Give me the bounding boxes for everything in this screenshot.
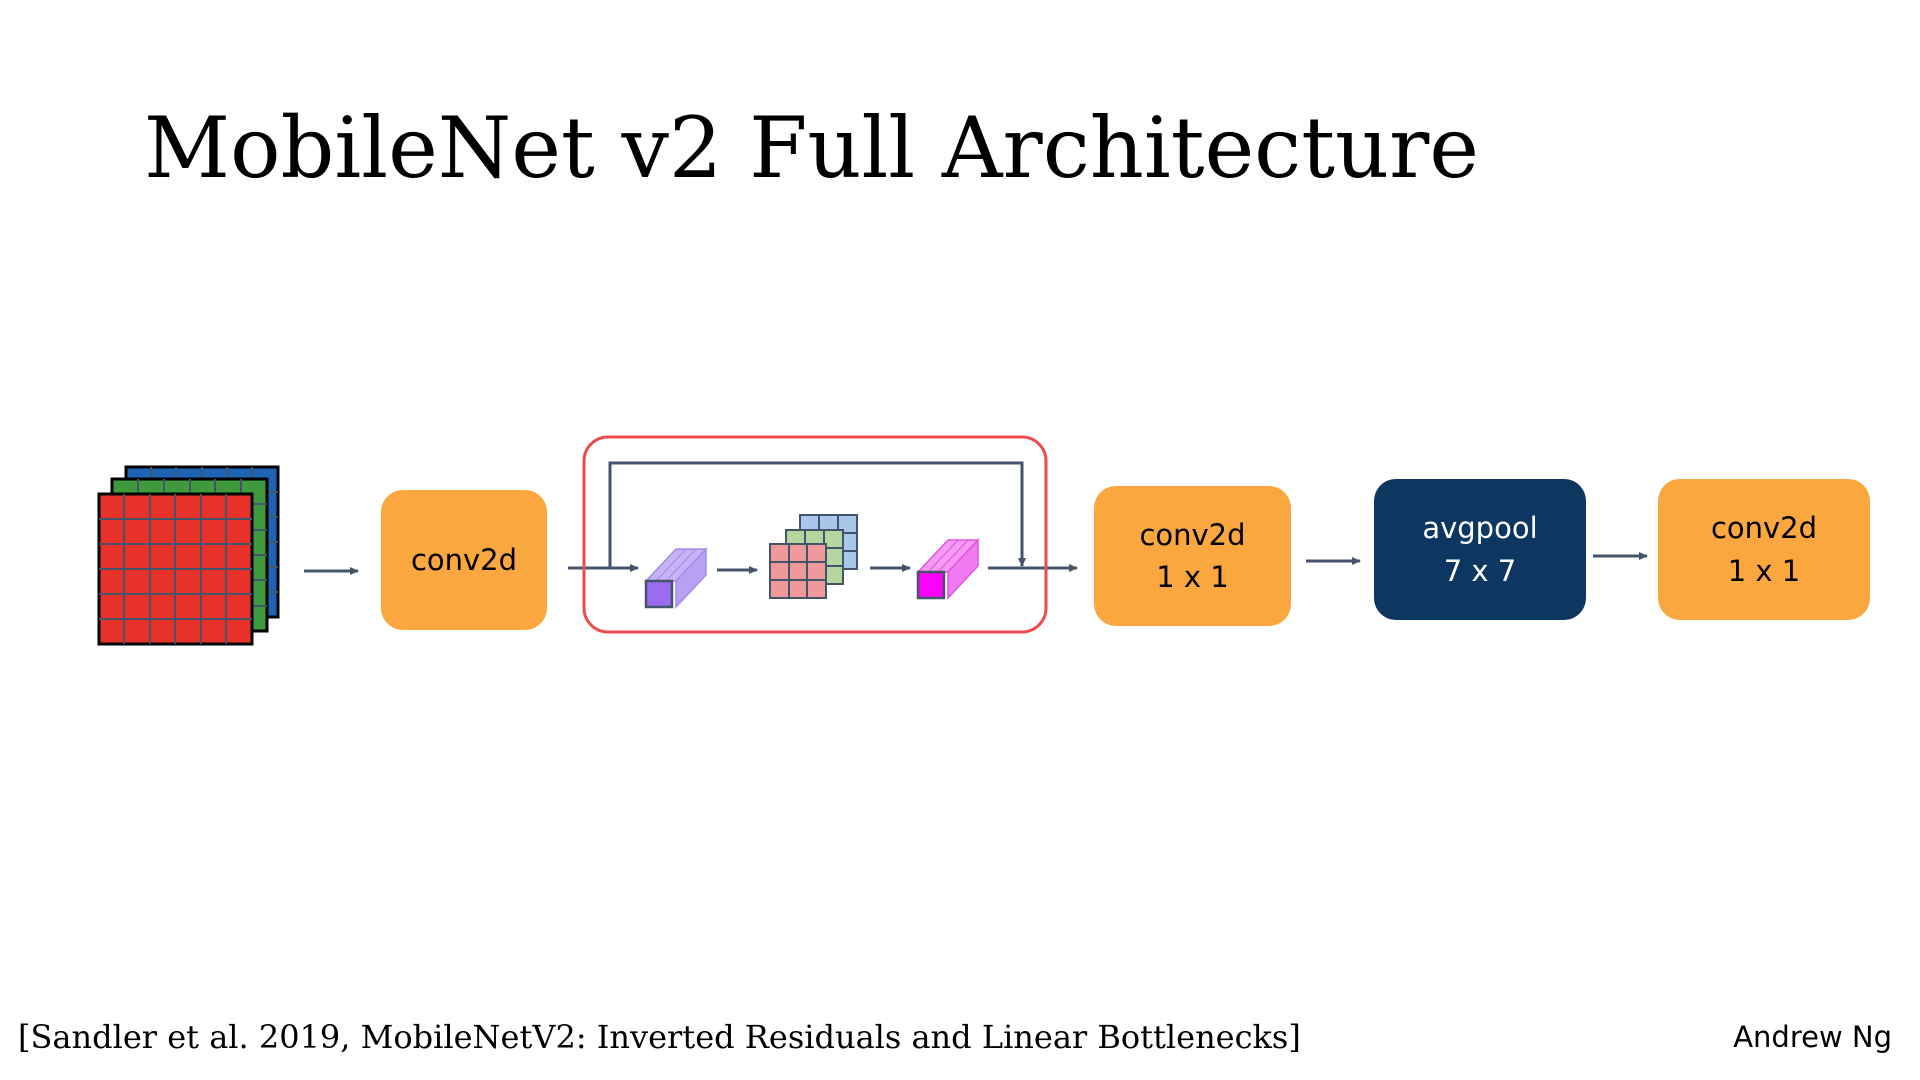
expansion-column-icon: [644, 547, 708, 609]
avgpool-block-kernel: 7 x 7: [1443, 553, 1517, 588]
conv2d-1x1-block: conv2d 1 x 1: [1094, 486, 1291, 626]
slide-title: MobileNet v2 Full Architecture: [144, 99, 1479, 197]
projection-column-icon: [916, 538, 980, 600]
final-conv2d-1x1-block-label: conv2d: [1710, 511, 1818, 546]
bottleneck-block-highlight: [582, 435, 1048, 634]
depthwise-grid-icon: [769, 514, 858, 599]
input-channel-red: [97, 492, 254, 646]
avgpool-block: avgpool 7 x 7: [1374, 479, 1586, 620]
residual-skip-connection: [608, 461, 1026, 568]
conv2d-block: conv2d: [381, 490, 547, 630]
final-conv2d-1x1-block-kernel: 1 x 1: [1727, 553, 1801, 588]
conv2d-1x1-block-label: conv2d: [1139, 517, 1246, 552]
avgpool-block-label: avgpool: [1422, 511, 1538, 546]
author-name: Andrew Ng: [1733, 1020, 1892, 1054]
final-conv2d-1x1-block: conv2d 1 x 1: [1658, 479, 1870, 620]
citation: [Sandler et al. 2019, MobileNetV2: Inver…: [18, 1018, 1301, 1056]
input-image-stack: [97, 465, 280, 646]
conv2d-block-label: conv2d: [410, 542, 518, 577]
conv2d-1x1-block-kernel: 1 x 1: [1156, 560, 1229, 594]
